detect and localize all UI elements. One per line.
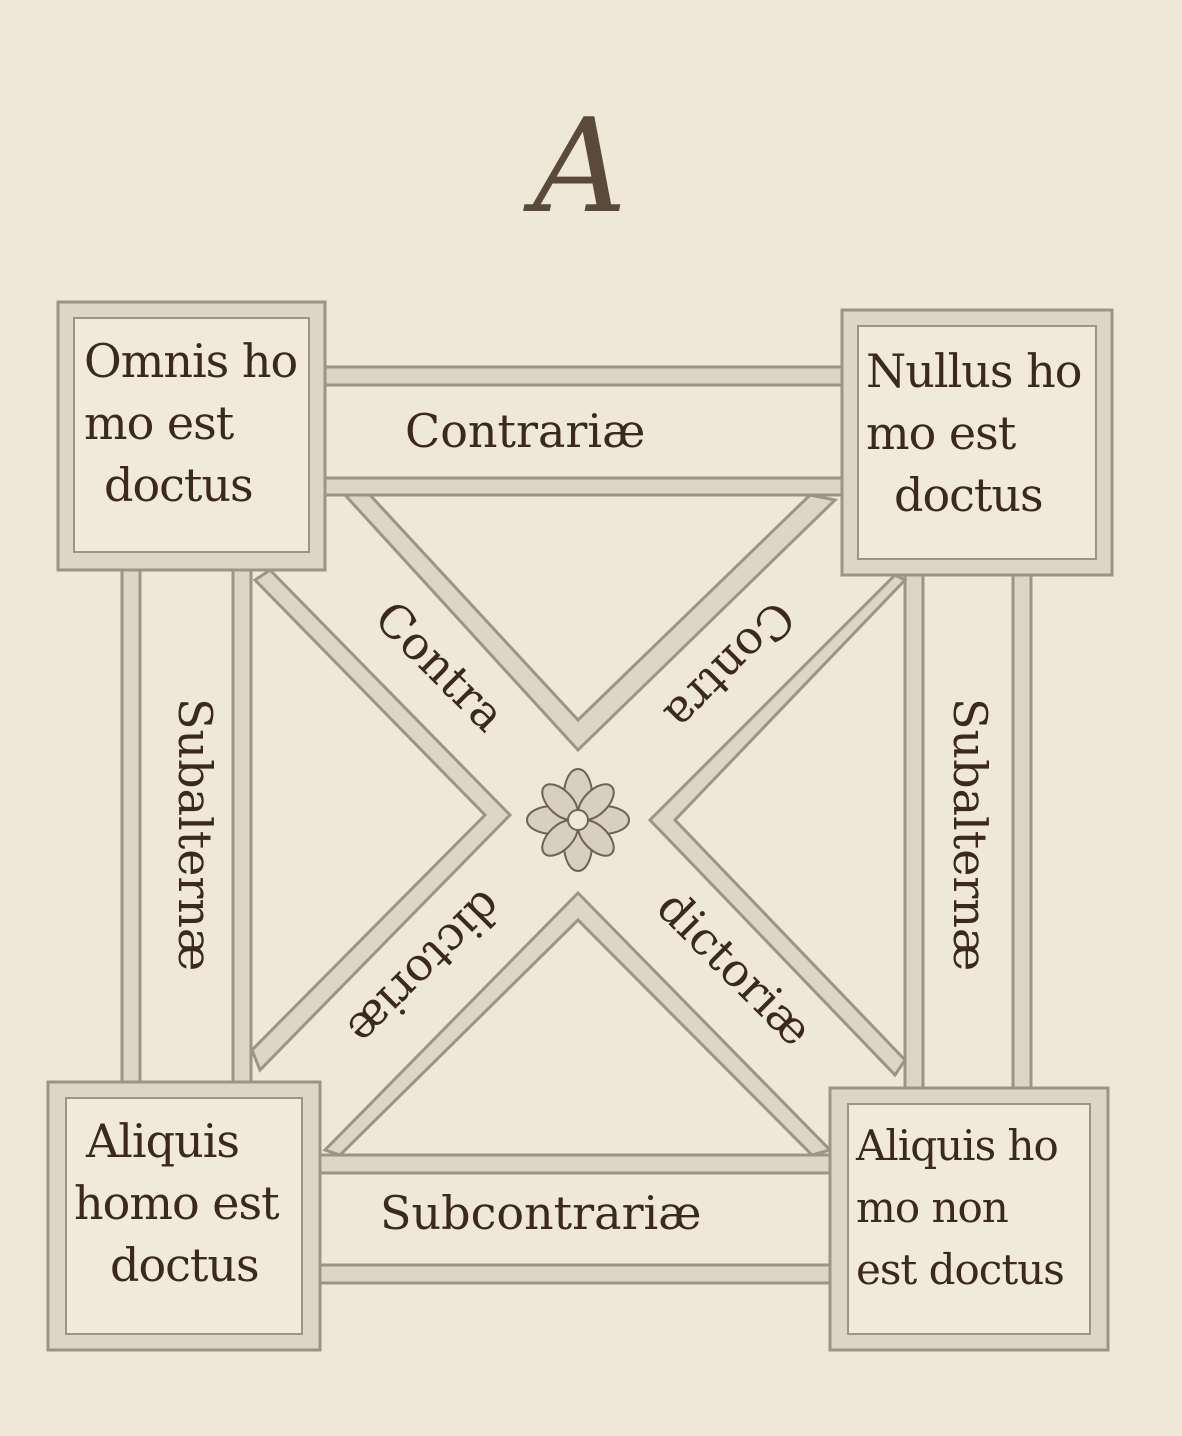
line: Omnis ho xyxy=(84,334,298,388)
label-subcontrariae: Subcontrariæ xyxy=(380,1186,702,1240)
diagonal-top-v xyxy=(341,493,839,753)
top-band-lower xyxy=(323,476,844,497)
line: doctus xyxy=(110,1238,260,1292)
center-rosette-icon xyxy=(526,768,630,872)
bottom-band-lower xyxy=(318,1263,832,1285)
left-band-inner xyxy=(231,568,253,1084)
right-band-inner xyxy=(903,573,925,1090)
right-band-outer xyxy=(1011,573,1033,1090)
line: homo est xyxy=(74,1176,280,1230)
proposition-top-left: Omnis ho mo est doctus xyxy=(84,330,298,516)
proposition-bottom-left: Aliquis homo est doctus xyxy=(74,1110,280,1296)
label-subalternae-right: Subalternæ xyxy=(943,698,997,972)
label-contrariae: Contrariæ xyxy=(405,404,646,458)
line: doctus xyxy=(894,468,1044,522)
line: doctus xyxy=(104,458,254,512)
line: Aliquis xyxy=(86,1114,240,1168)
diagonal-bottom-v xyxy=(322,890,833,1157)
line: mo non xyxy=(856,1183,1009,1232)
proposition-top-right: Nullus ho mo est doctus xyxy=(866,340,1082,526)
decorated-initial: A xyxy=(533,90,627,242)
proposition-bottom-right: Aliquis ho mo non est doctus xyxy=(856,1115,1065,1301)
line: Nullus ho xyxy=(866,344,1082,398)
line: mo est xyxy=(84,396,234,450)
top-band-upper xyxy=(323,365,844,387)
line: mo est xyxy=(866,406,1016,460)
bottom-band-upper xyxy=(318,1153,832,1175)
left-band-outer xyxy=(120,568,142,1084)
line: Aliquis ho xyxy=(856,1121,1059,1170)
line: est doctus xyxy=(856,1245,1065,1294)
label-subalternae-left: Subalternæ xyxy=(168,698,222,972)
